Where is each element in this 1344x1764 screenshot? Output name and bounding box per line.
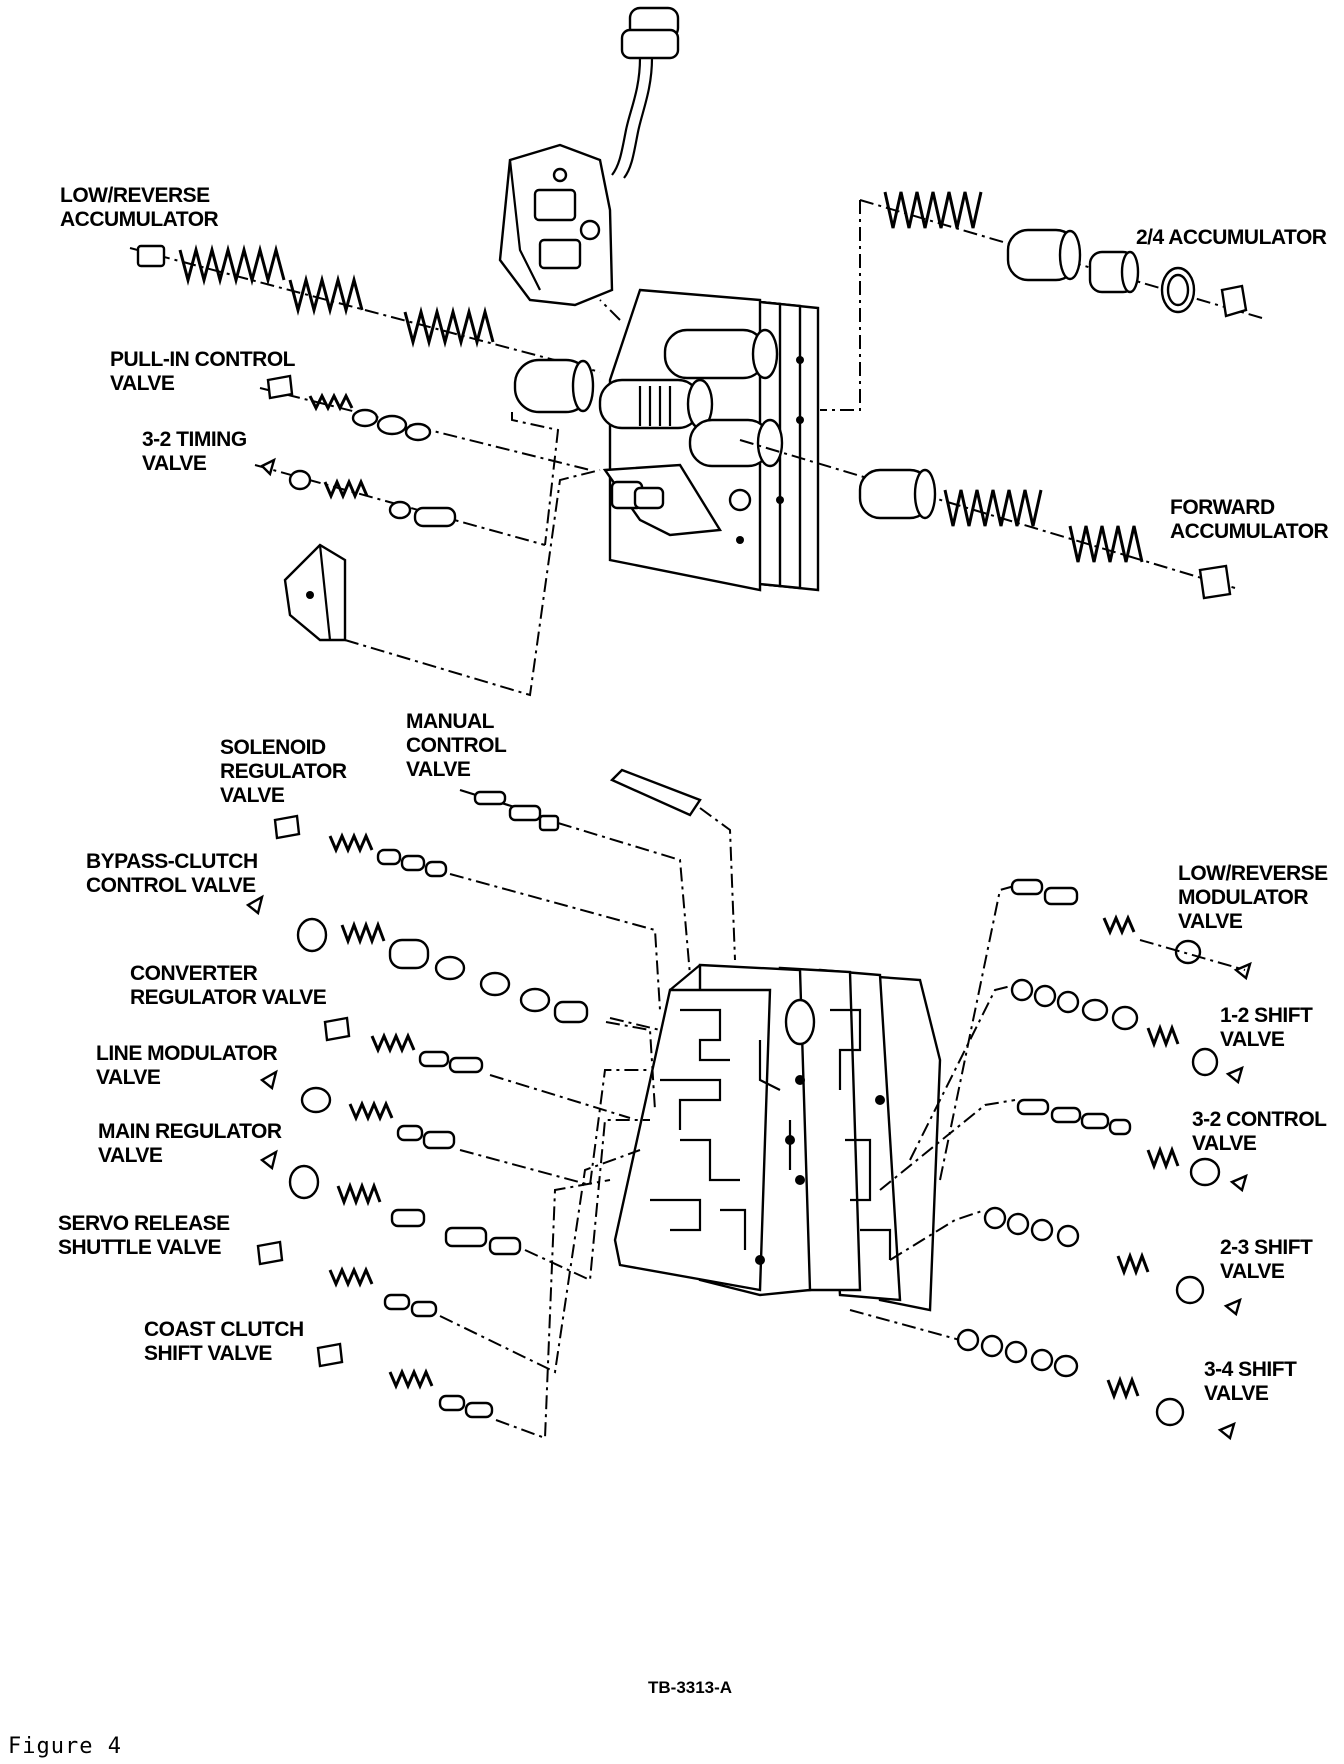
solenoid-body bbox=[498, 143, 614, 307]
shift-valve-1-2-parts bbox=[909, 978, 1244, 1161]
manual-control-valve-parts bbox=[459, 768, 736, 976]
bracket-plate bbox=[283, 543, 347, 642]
lower-body-passages bbox=[650, 1008, 892, 1260]
upper-valve-body bbox=[498, 6, 820, 592]
shift-valve-2-3-parts bbox=[889, 1206, 1242, 1317]
low-reverse-modulator-valve-parts bbox=[939, 878, 1252, 1181]
figure-caption: Figure 4 bbox=[8, 1734, 122, 1759]
accumulator-2-4-parts bbox=[820, 191, 1263, 411]
control-valve-3-2-parts bbox=[879, 1098, 1248, 1193]
forward-accumulator-parts bbox=[739, 439, 1236, 600]
solenoid-connector bbox=[611, 6, 680, 179]
lower-valve-body bbox=[613, 963, 942, 1312]
low-reverse-accumulator-parts bbox=[129, 244, 601, 414]
accumulator-bores bbox=[598, 328, 784, 468]
bypass-clutch-control-valve-parts bbox=[245, 894, 661, 1031]
timing-valve-3-2-parts bbox=[254, 412, 560, 546]
main-regulator-valve-parts bbox=[259, 1119, 650, 1282]
pull-in-control-valve-parts bbox=[259, 374, 591, 471]
shift-valve-3-4-parts bbox=[849, 1309, 1236, 1441]
solenoid-regulator-valve-parts bbox=[273, 814, 661, 1011]
converter-regulator-valve-parts bbox=[323, 1016, 656, 1119]
line-modulator-valve-parts bbox=[259, 1069, 650, 1187]
servo-release-shuttle-valve-parts bbox=[256, 1149, 641, 1374]
label-2-4-accumulator: 2/4 ACCUMULATOR bbox=[1136, 226, 1327, 249]
timing-valve-bracket bbox=[602, 463, 752, 537]
drawing-code: TB-3313-A bbox=[648, 1678, 733, 1697]
coast-clutch-shift-valve-parts bbox=[316, 1179, 611, 1440]
